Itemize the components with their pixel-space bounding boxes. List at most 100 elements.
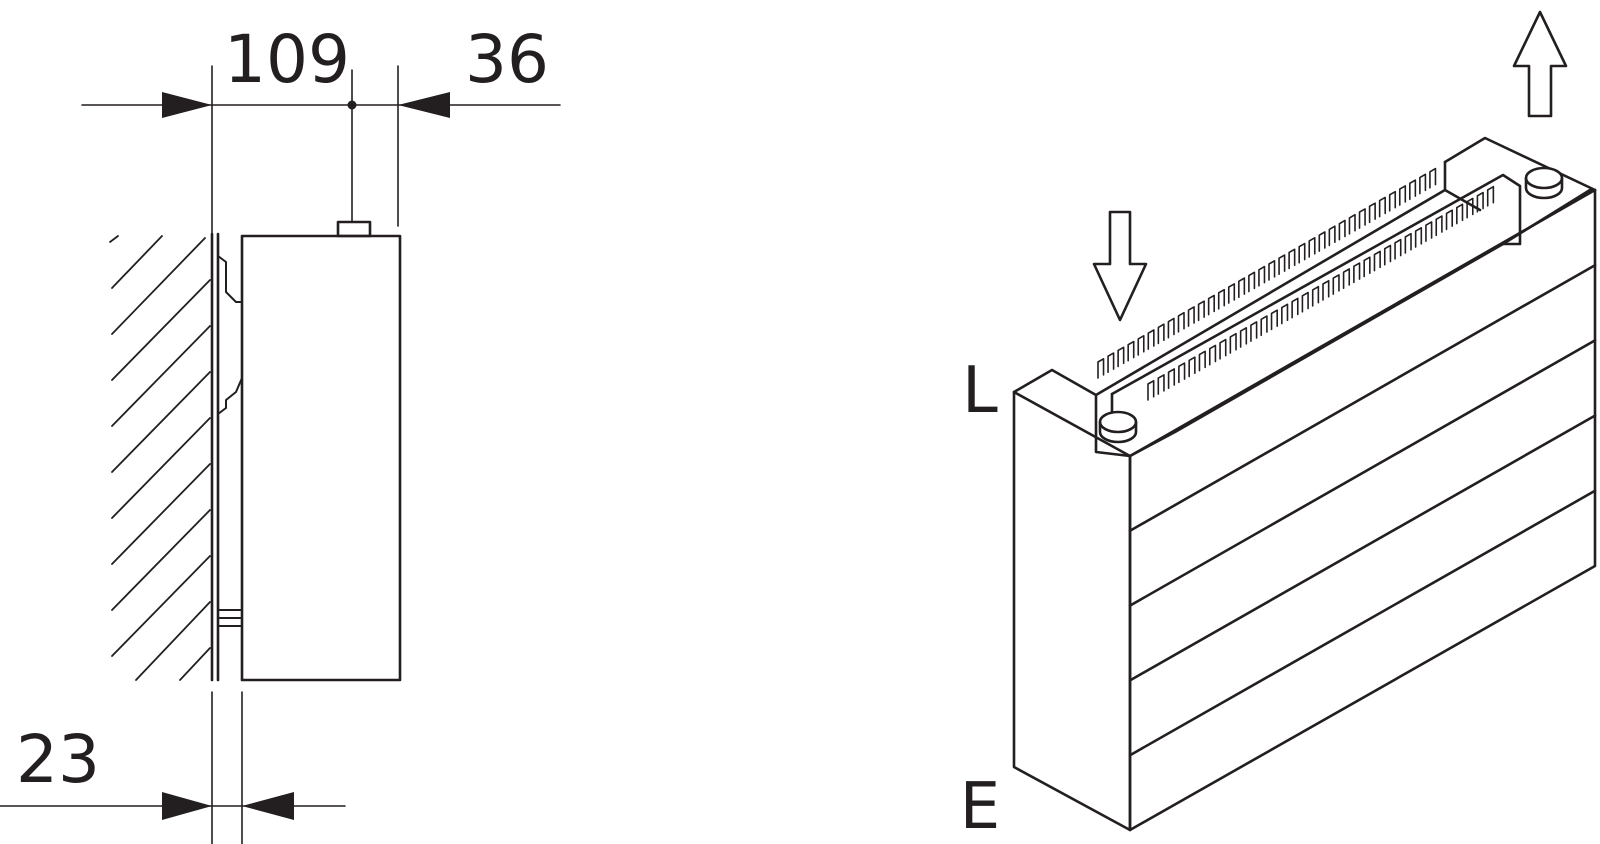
dimension-label-offset: 36 <box>465 21 549 98</box>
convector-fin <box>1429 167 1437 189</box>
convector-fin <box>1208 344 1217 366</box>
dimension-arrow-right <box>162 92 212 118</box>
arrow-up-icon <box>1512 10 1568 118</box>
connection-label-bottom: E <box>960 770 1000 844</box>
convector-fin <box>1425 221 1433 242</box>
convector-fin <box>1486 185 1495 207</box>
convector-fin <box>1248 271 1256 293</box>
side-view: 109 36 23 <box>0 21 561 844</box>
radiator-front-panel <box>1128 188 1597 832</box>
convector-fin <box>1270 309 1278 331</box>
convector-fin <box>1268 260 1276 281</box>
convector-fin <box>1229 332 1237 354</box>
convector-fin <box>1466 197 1474 219</box>
convector-fin <box>1398 185 1407 206</box>
isometric-view: L E <box>960 10 1597 844</box>
convector-fin <box>1147 379 1155 401</box>
convector-fin <box>1383 244 1392 266</box>
convector-fin <box>1338 219 1346 241</box>
convector-fin <box>1394 238 1402 260</box>
convector-fin <box>1238 277 1246 299</box>
wall-face <box>210 232 220 682</box>
convector-fin <box>1445 209 1453 231</box>
convector-fin <box>1373 250 1381 272</box>
convector-fin <box>1409 179 1417 201</box>
convector-fin <box>1301 291 1309 313</box>
convector-fin <box>1435 215 1443 237</box>
convector-fin <box>1177 311 1185 333</box>
convector-fin <box>1419 173 1427 195</box>
convector-fin <box>1117 346 1125 368</box>
connection-label-top: L <box>962 354 998 428</box>
mounting-bracket <box>217 255 243 415</box>
convector-fin <box>1239 327 1248 348</box>
convector-fin <box>1107 352 1115 374</box>
convector-fin <box>1260 315 1268 337</box>
front-panel-seam <box>1128 414 1597 682</box>
convector-fin <box>1388 190 1397 212</box>
convector-fin <box>1311 285 1320 307</box>
convector-fin <box>1348 213 1356 235</box>
convector-fin <box>1358 208 1366 229</box>
convector-fin <box>1137 334 1145 356</box>
convector-fin <box>1298 242 1306 264</box>
convector-fin <box>1157 323 1165 345</box>
convector-fin <box>1198 350 1206 372</box>
convector-fin <box>1353 262 1361 284</box>
convector-fin <box>1328 225 1336 247</box>
convector-fin <box>1219 338 1227 360</box>
convector-fin <box>1368 202 1376 224</box>
convector-fins-front <box>1147 185 1495 401</box>
front-panel-segments <box>1128 263 1597 757</box>
radiator-end-face <box>1012 390 1132 832</box>
convector-fin <box>1456 203 1464 225</box>
extension-lines <box>211 65 399 844</box>
bottom-connector <box>217 609 243 627</box>
convector-fin <box>1378 196 1386 218</box>
dimension-label-depth: 109 <box>224 21 350 98</box>
convector-fin <box>1318 231 1326 252</box>
convector-fin <box>1322 279 1330 301</box>
convector-fin <box>1167 368 1176 390</box>
convector-fin <box>1342 268 1351 290</box>
radiator-top-surface <box>1012 136 1597 458</box>
convector-fin <box>1187 306 1195 327</box>
convector-fin <box>1414 227 1423 248</box>
convector-fin <box>1308 236 1316 258</box>
dimension-label-wall-gap: 23 <box>16 721 100 798</box>
dimension-arrow-left <box>398 92 450 118</box>
convector-fin <box>1476 191 1484 213</box>
convector-fin <box>1097 358 1105 379</box>
convector-fin <box>1278 254 1286 276</box>
convector-fin <box>1167 317 1175 339</box>
convector-fin <box>1207 294 1215 316</box>
convector-fins-rear <box>1097 167 1437 379</box>
convector-fin <box>1404 232 1412 254</box>
dimension-arrow-right-bottom <box>162 792 212 820</box>
convector-fin <box>1363 256 1371 278</box>
front-panel-seam <box>1128 489 1597 757</box>
convector-fin <box>1291 297 1299 319</box>
radiator-body-side <box>240 234 402 682</box>
convector-fin <box>1227 283 1236 304</box>
convector-fin <box>1197 300 1205 322</box>
convector-fin <box>1250 321 1258 342</box>
convector-fin <box>1281 303 1289 325</box>
connection-pipe-front <box>1098 410 1138 444</box>
wall-hatching <box>109 235 211 681</box>
convector-fin <box>1147 329 1155 350</box>
vent-valve <box>336 220 372 238</box>
convector-fin <box>1178 362 1186 384</box>
dimension-arrow-left-bottom <box>242 792 294 820</box>
convector-fin <box>1157 374 1165 395</box>
convector-fin <box>1258 265 1266 287</box>
convector-fin <box>1288 248 1296 270</box>
arrow-down-icon <box>1092 210 1148 322</box>
convector-fin <box>1188 356 1196 378</box>
front-panel-seam <box>1128 339 1597 607</box>
convector-fin <box>1217 288 1226 310</box>
connection-pipe-rear <box>1524 166 1564 200</box>
convector-fin <box>1127 340 1135 362</box>
convector-fin <box>1332 274 1340 295</box>
